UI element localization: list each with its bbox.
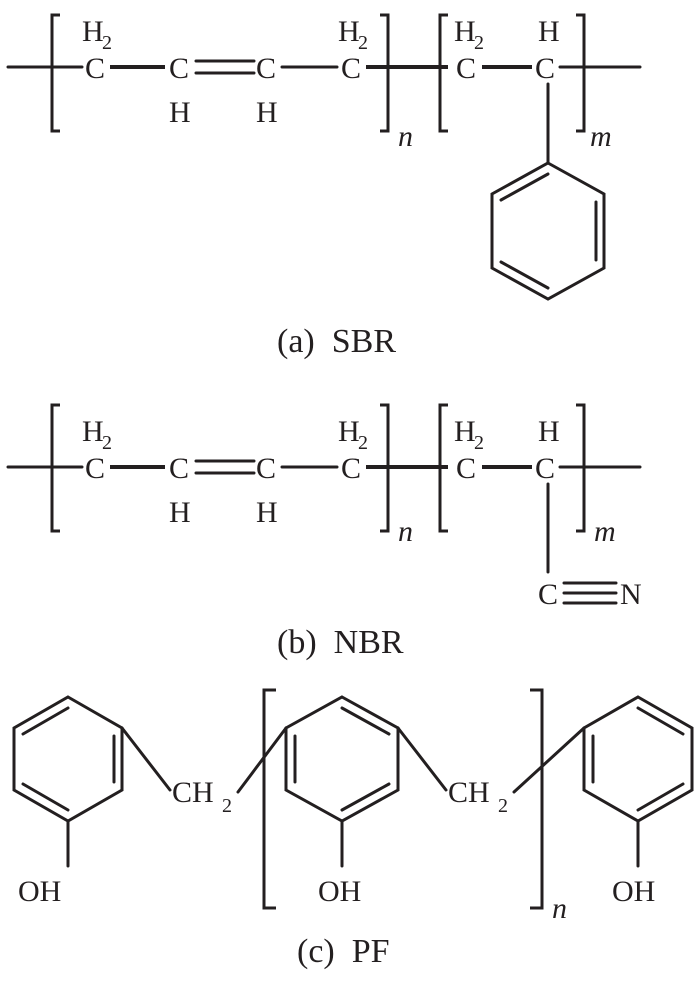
atom-label: C [456,52,476,85]
pf-structure: OH CH 2 OH CH 2 n OH (c) PF [12,688,694,970]
atom-label: H [169,96,191,129]
benzene-ring [582,695,694,823]
atom-label: OH [18,875,61,908]
repeat-index-m: m [594,515,616,548]
sbr-bracket-right-2 [576,13,586,133]
atom-label: C [256,452,276,485]
repeat-index-n: n [398,515,413,548]
benzene-ring [490,161,606,301]
methylene-bond [236,726,288,794]
subscript: 2 [102,32,112,54]
pf-bracket-left [262,688,276,910]
nbr-bracket-right-2 [576,403,586,533]
atom-label: H [338,15,360,48]
subscript: 2 [358,432,368,454]
atom-label: H [82,15,104,48]
atom-label: C [341,452,361,485]
caption-sbr: (a) SBR [277,323,396,360]
atom-label: H [538,415,560,448]
atom-label: C [456,452,476,485]
subscript: 2 [102,432,112,454]
benzene-ring [284,695,400,823]
pf-bracket-right [530,688,544,910]
atom-label: H [454,415,476,448]
atom-label: H [454,15,476,48]
nbr-bracket-left-2 [438,403,448,533]
atom-label: OH [612,875,655,908]
methylene-bond [396,726,448,792]
atom-label: N [620,578,642,611]
nbr-structure: H 2 C C H C H H 2 C H 2 C H C n m C N (b… [6,403,642,661]
sbr-structure: H 2 C C H C H H 2 C H 2 C H C n m (a) SB… [6,13,642,360]
atom-label: C [535,52,555,85]
atom-label: C [341,52,361,85]
atom-label: C [85,52,105,85]
benzene-inner-bond [21,706,70,736]
benzene-inner-bond [340,782,391,812]
subscript: 2 [222,795,232,817]
sbr-bracket-left [50,13,60,133]
subscript: 2 [474,432,484,454]
sbr-bracket-right [380,13,390,133]
benzene-inner-bond [340,706,391,736]
methylene-label: CH [172,776,214,809]
benzene-inner-bond [499,172,550,202]
subscript: 2 [358,32,368,54]
atom-label: C [535,452,555,485]
repeat-index-m: m [590,120,612,153]
nbr-bracket-right [380,403,390,533]
atom-label: C [538,578,558,611]
benzene-inner-bond [499,260,550,290]
atom-label: C [169,52,189,85]
methylene-label: CH [448,776,490,809]
atom-label: C [169,452,189,485]
atom-label: OH [318,875,361,908]
benzene-inner-bond [636,706,685,736]
sbr-bracket-left-2 [438,13,448,133]
benzene-inner-bond [21,782,70,812]
atom-label: H [538,15,560,48]
atom-label: H [256,496,278,529]
atom-label: C [256,52,276,85]
repeat-index-n: n [552,892,567,925]
caption-nbr: (b) NBR [277,624,404,661]
benzene-inner-bond [636,782,685,812]
nbr-bracket-left [50,403,60,533]
methylene-bond [120,726,172,792]
benzene-ring [12,695,124,823]
atom-label: H [338,415,360,448]
repeat-index-n: n [398,120,413,153]
subscript: 2 [474,32,484,54]
atom-label: H [256,96,278,129]
caption-pf: (c) PF [297,933,390,970]
atom-label: H [169,496,191,529]
atom-label: C [85,452,105,485]
methylene-bond [512,726,586,794]
subscript: 2 [498,795,508,817]
atom-label: H [82,415,104,448]
